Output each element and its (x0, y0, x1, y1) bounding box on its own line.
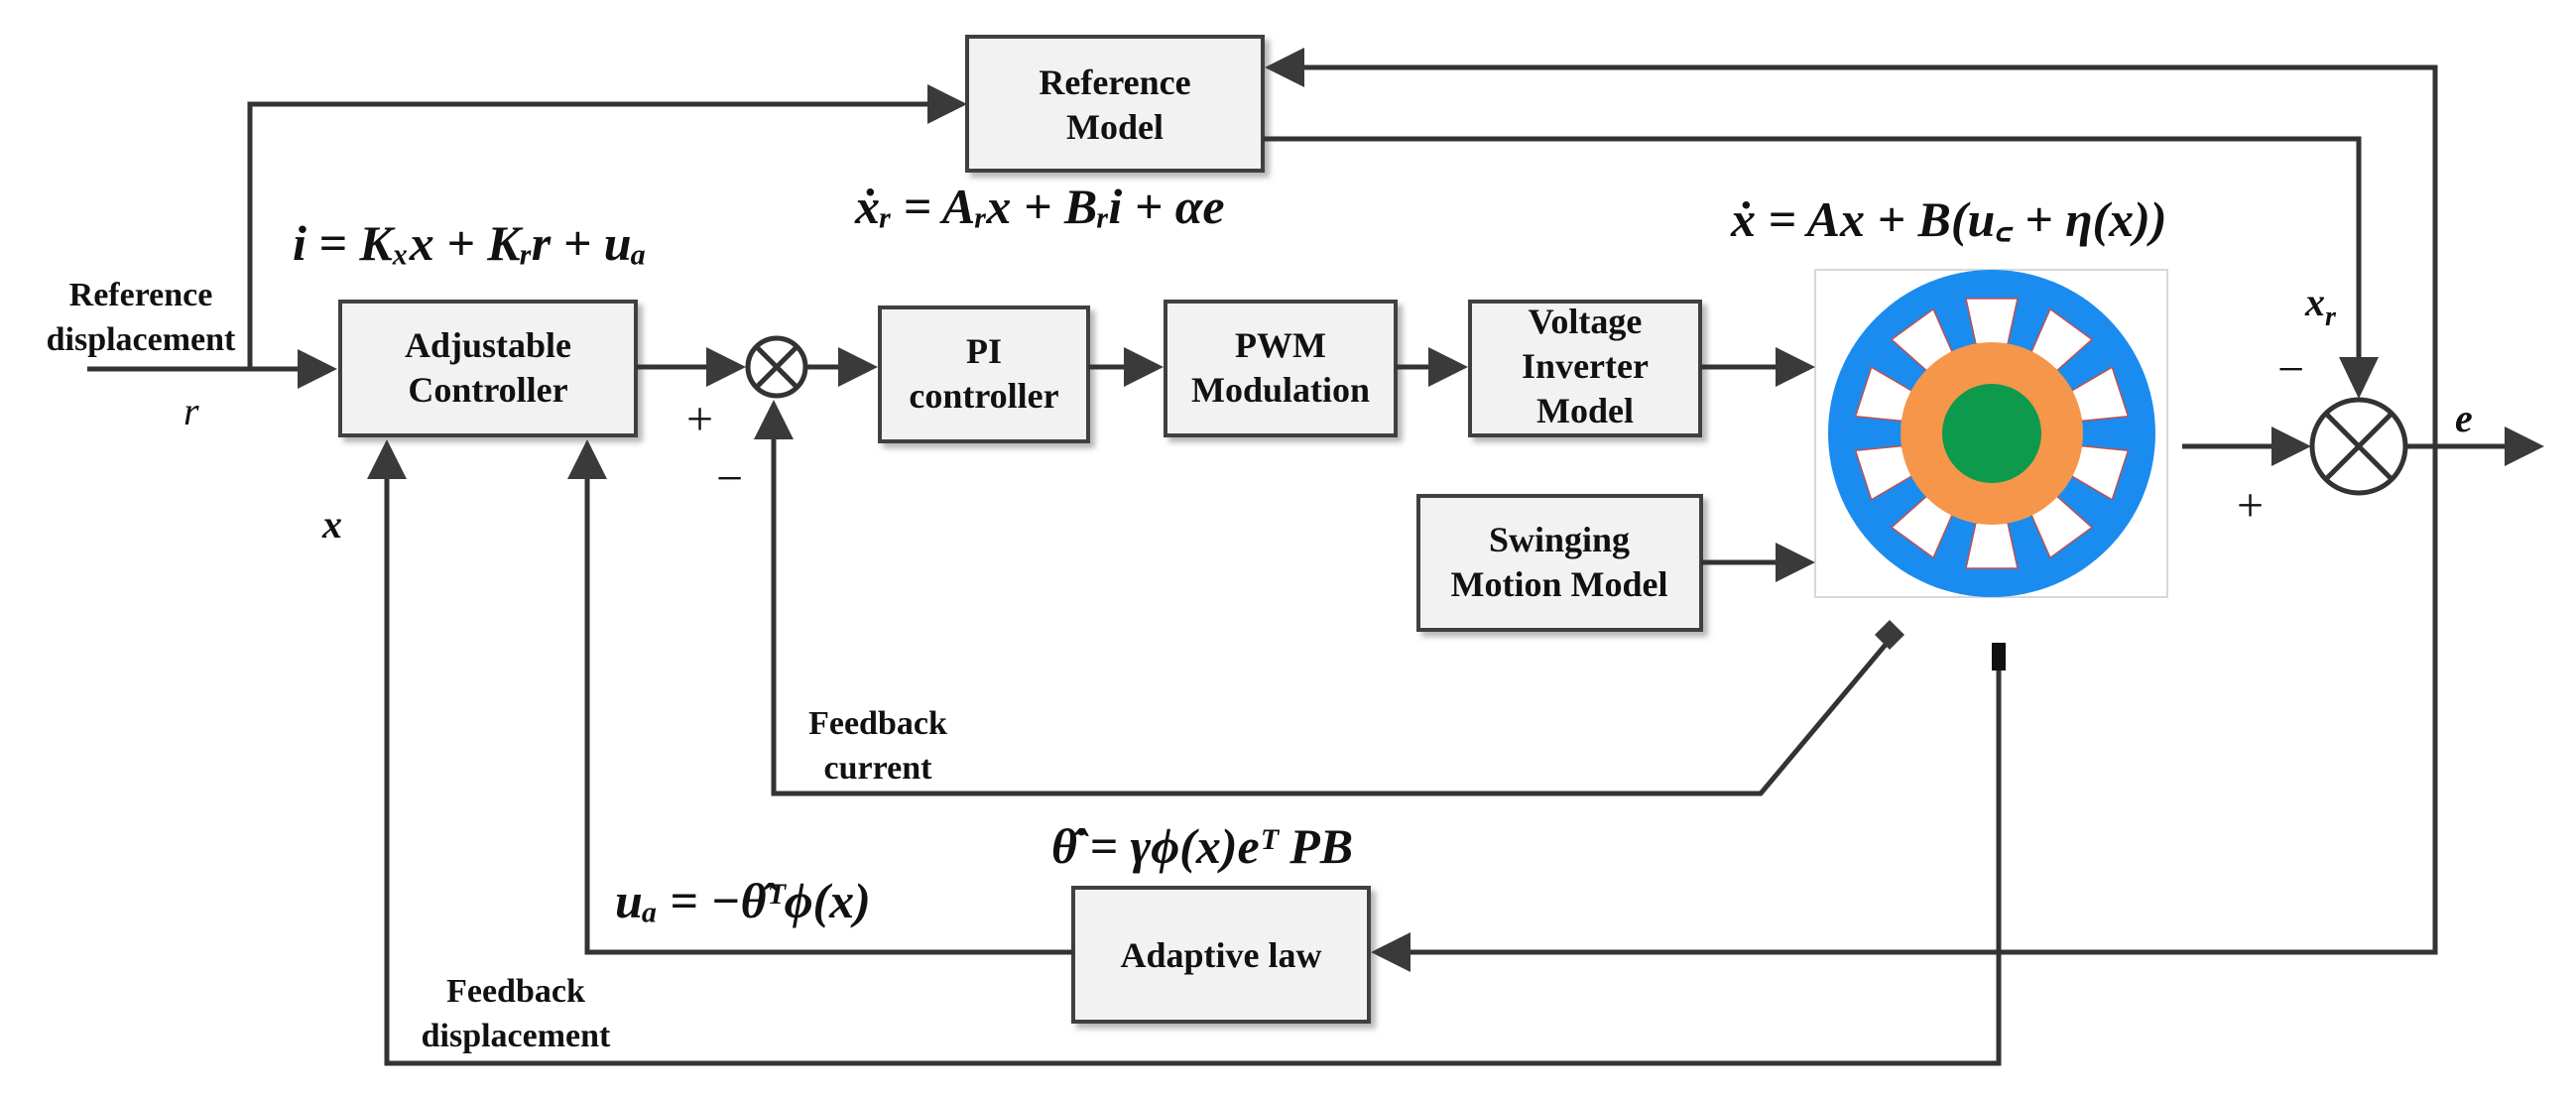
adjustable-controller-label-2: Controller (408, 370, 567, 410)
adaptive-law-label: Adaptive law (1120, 935, 1321, 975)
pwm-modulation-label-1: PWM (1235, 325, 1326, 365)
r-symbol: r (184, 389, 199, 433)
reference-model-label-1: Reference (1039, 62, 1190, 102)
pi-controller-block: PI controller (878, 305, 1090, 443)
reference-model-block: Reference Model (965, 35, 1265, 173)
reference-dynamics-equation: ẋᵣ = Aᵣx + Bᵣi + αe (854, 179, 1225, 234)
feedback-displacement-label-2: displacement (422, 1018, 611, 1054)
feedback-current-label-2: current (824, 750, 933, 787)
reference-model-label-2: Model (1066, 107, 1164, 147)
pi-controller-label-2: controller (909, 376, 1058, 416)
adaptive-term-equation: uₐ = −θ̂ᵀϕ(x) (615, 873, 871, 928)
adjustable-controller-block: Adjustable Controller (338, 300, 638, 437)
feedback-current-label-1: Feedback (808, 705, 947, 742)
pi-controller-label-1: PI (966, 331, 1002, 371)
stator-slots (1854, 298, 2130, 569)
swinging-motion-label-1: Swinging (1489, 520, 1630, 559)
plant-dynamics-equation: ẋ = Ax + B(u꜀ + η(x)) (1730, 191, 2166, 247)
swinging-motion-block: Swinging Motion Model (1416, 494, 1703, 632)
plus-sign-1: + (686, 393, 713, 445)
voltage-inverter-label-1: Voltage (1529, 302, 1643, 341)
feedback-displacement-label-1: Feedback (446, 973, 585, 1010)
adaptive-law-block: Adaptive law (1071, 886, 1371, 1024)
swinging-motion-label-2: Motion Model (1451, 564, 1668, 604)
xr-symbol: xr (2304, 280, 2337, 332)
plus-sign-2: + (2237, 479, 2264, 532)
adjustable-controller-label-1: Adjustable (405, 325, 571, 365)
signal-wires (87, 48, 2544, 1066)
pwm-modulation-block: PWM Modulation (1164, 300, 1398, 437)
minus-sign-2: − (2277, 343, 2304, 396)
e-symbol: e (2455, 396, 2473, 440)
pwm-modulation-label-2: Modulation (1191, 370, 1370, 410)
voltage-inverter-label-3: Model (1536, 391, 1634, 430)
controller-law-equation: i = Kₓx + Kᵣr + uₐ (293, 215, 646, 271)
summing-junction-1 (745, 335, 808, 399)
adaptive-update-equation: θ̂̇ = γϕ(x)eᵀ PB (1051, 818, 1353, 874)
voltage-inverter-block: Voltage Inverter Model (1468, 300, 1702, 437)
stator-slot (1965, 298, 2019, 345)
motor-plant-icon (1814, 269, 2168, 598)
stator-slot (1965, 522, 2019, 569)
reference-displacement-label-2: displacement (47, 321, 236, 358)
voltage-inverter-label-2: Inverter (1522, 346, 1649, 386)
reference-displacement-label-1: Reference (69, 277, 213, 313)
minus-sign-1: − (716, 452, 743, 505)
rotor-core (1942, 384, 2041, 483)
summing-junction-2 (2309, 397, 2408, 496)
x-symbol: x (321, 502, 342, 547)
